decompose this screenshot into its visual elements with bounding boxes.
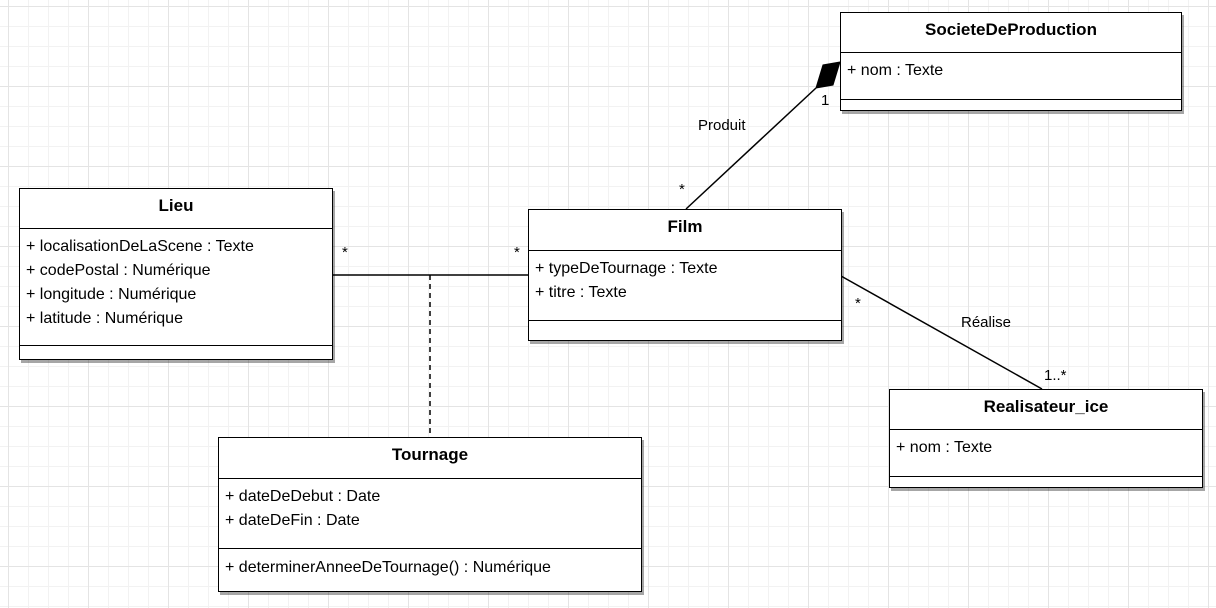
class-film[interactable]: Film + typeDeTournage : Texte + titre : … [528, 209, 842, 341]
class-name: Film [529, 210, 841, 251]
class-lieu[interactable]: Lieu + localisationDeLaScene : Texte + c… [19, 188, 333, 360]
attribute-row: + codePostal : Numérique [26, 262, 211, 279]
class-name: Realisateur_ice [890, 390, 1202, 430]
class-realisateur-ice[interactable]: Realisateur_ice + nom : Texte [889, 389, 1203, 488]
realise-realisateur-multiplicity: 1..* [1044, 367, 1067, 384]
attribute-row: + nom : Texte [847, 62, 944, 79]
class-tournage[interactable]: Tournage + dateDeDebut : Date + dateDeFi… [218, 437, 642, 592]
attribute-row: + localisationDeLaScene : Texte [26, 238, 254, 255]
attribute-row: + nom : Texte [896, 439, 993, 456]
produit-label: Produit [698, 117, 746, 134]
attribute-row: + typeDeTournage : Texte [535, 260, 718, 277]
class-societe-de-production[interactable]: SocieteDeProduction + nom : Texte [840, 12, 1182, 111]
composition-diamond-icon [815, 61, 841, 89]
produit-association-line[interactable] [685, 87, 817, 210]
realise-film-multiplicity: * [855, 295, 861, 312]
film-multiplicity: * [514, 244, 520, 261]
produit-film-multiplicity: * [679, 181, 685, 198]
class-name: Tournage [219, 438, 641, 479]
class-name: Lieu [20, 189, 332, 229]
produit-societe-multiplicity: 1 [821, 92, 830, 109]
attribute-row: + longitude : Numérique [26, 286, 197, 303]
attribute-row: + dateDeFin : Date [225, 512, 360, 529]
operations-compartment: + determinerAnneeDeTournage() : Numériqu… [219, 549, 641, 580]
lieu-multiplicity: * [342, 244, 348, 261]
attributes-compartment: + nom : Texte [841, 53, 1181, 100]
attributes-compartment: + dateDeDebut : Date + dateDeFin : Date [219, 479, 641, 549]
class-name: SocieteDeProduction [841, 13, 1181, 53]
attribute-row: + dateDeDebut : Date [225, 488, 381, 505]
realise-label: Réalise [961, 314, 1012, 331]
attribute-row: + latitude : Numérique [26, 310, 183, 327]
realise-association-line[interactable] [840, 275, 1043, 390]
attributes-compartment: + nom : Texte [890, 430, 1202, 477]
attributes-compartment: + typeDeTournage : Texte + titre : Texte [529, 251, 841, 321]
operation-row: + determinerAnneeDeTournage() : Numériqu… [225, 559, 551, 576]
attributes-compartment: + localisationDeLaScene : Texte + codePo… [20, 229, 332, 346]
attribute-row: + titre : Texte [535, 284, 627, 301]
